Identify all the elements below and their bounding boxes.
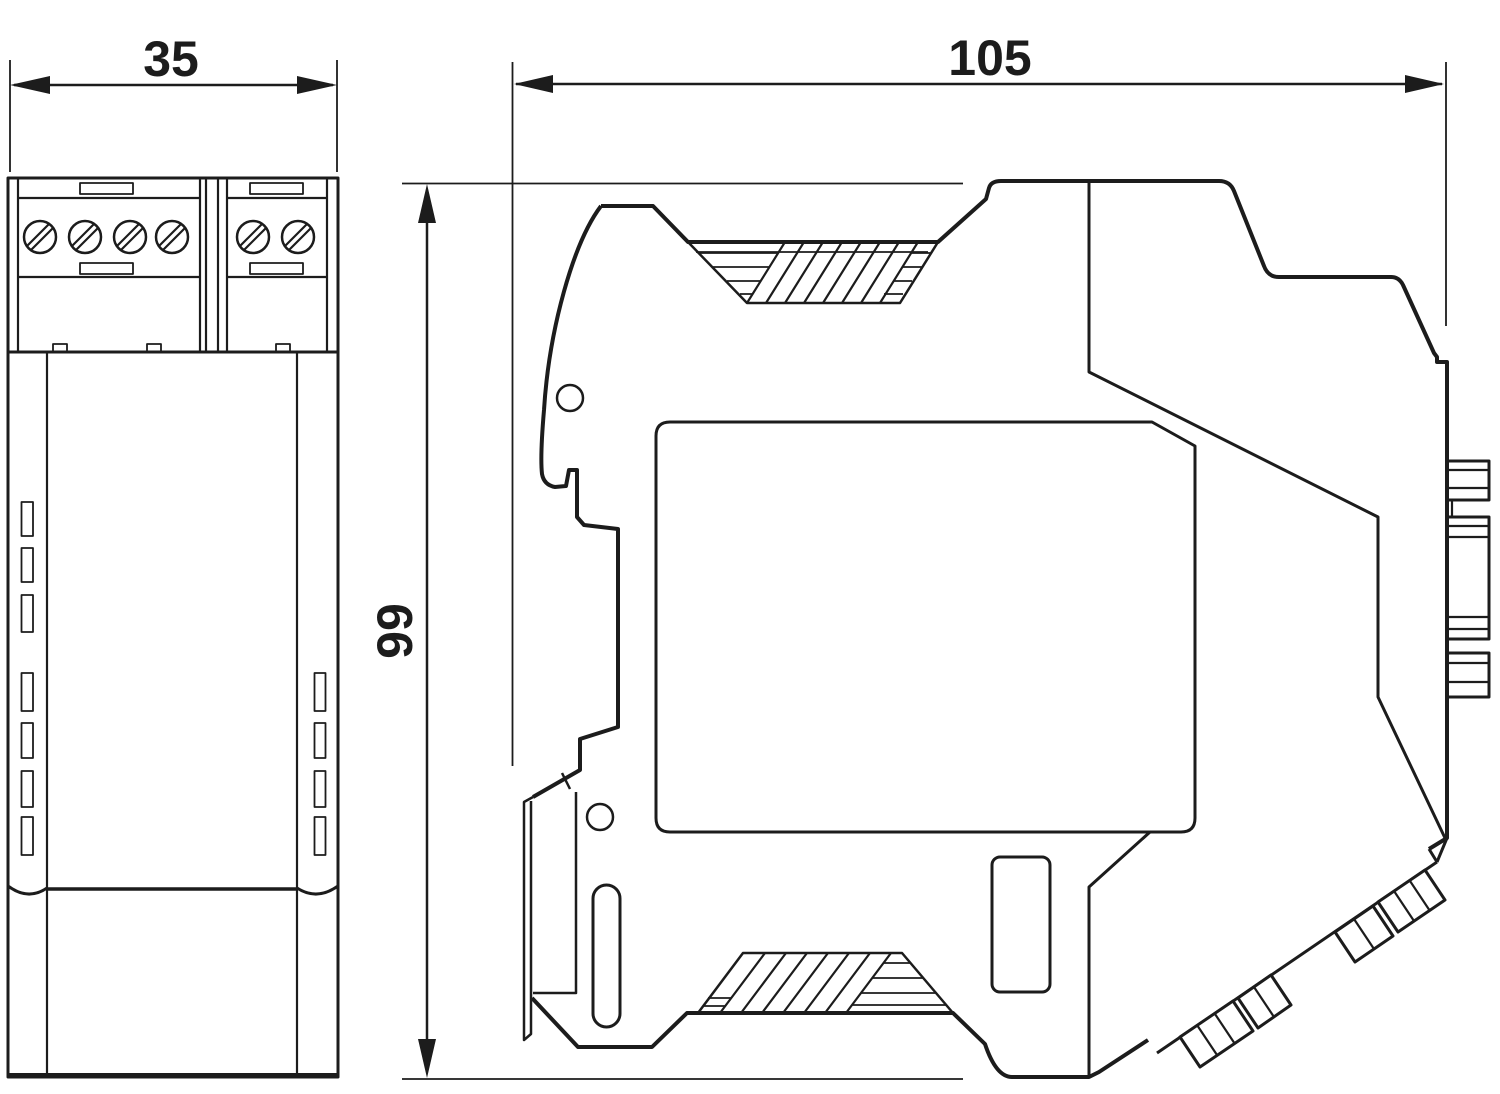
label-window (79, 182, 134, 195)
connector-pin-block (1376, 868, 1447, 934)
side-view: 105 99 (367, 30, 1491, 1080)
front-view: 35 (6, 31, 340, 1079)
din-rail-latch (522, 772, 622, 1042)
connector-pin-block (1178, 999, 1255, 1069)
dimension-height-label: 99 (367, 603, 423, 659)
screw-head-icon (112, 219, 148, 255)
housing-hole (585, 802, 615, 832)
latch-slot (591, 883, 622, 1029)
screw-head-icon (235, 219, 271, 255)
arrowhead-left-icon (514, 75, 553, 93)
label-window (249, 182, 304, 195)
screw-head-icon (154, 219, 190, 255)
arrowhead-left-icon (10, 76, 50, 94)
dimension-height: 99 (367, 182, 963, 1080)
side-connector-tabs (1447, 459, 1491, 699)
dimension-depth-label: 105 (948, 30, 1031, 86)
label-window (249, 262, 304, 275)
arrowhead-right-icon (1405, 75, 1444, 93)
dimension-width-label: 35 (143, 31, 199, 87)
dimension-width: 35 (9, 31, 338, 172)
arrowhead-up-icon (418, 184, 436, 223)
label-window (79, 262, 134, 275)
screw-head-icon (280, 219, 316, 255)
side-housing-outline (530, 179, 1449, 1079)
front-window (990, 855, 1052, 994)
vent-slots-left (20, 501, 34, 856)
terminal-block-section (6, 176, 340, 354)
housing-split-curve (296, 884, 339, 896)
marking-label-window (654, 420, 1197, 834)
arrowhead-right-icon (297, 76, 337, 94)
ventilation-grille-top (686, 240, 940, 305)
screw-head-icon (67, 219, 103, 255)
ventilation-grille-bottom (696, 951, 955, 1015)
arrowhead-down-icon (418, 1039, 436, 1078)
housing-split-curve (7, 884, 48, 896)
front-housing-body (6, 350, 340, 1079)
screw-head-icon (22, 219, 58, 255)
bottom-connector (1156, 837, 1449, 1069)
dimension-depth: 105 (511, 30, 1447, 766)
vent-slots-right (313, 672, 327, 856)
housing-facet-edges (1087, 182, 1447, 1077)
housing-hole (555, 383, 585, 413)
